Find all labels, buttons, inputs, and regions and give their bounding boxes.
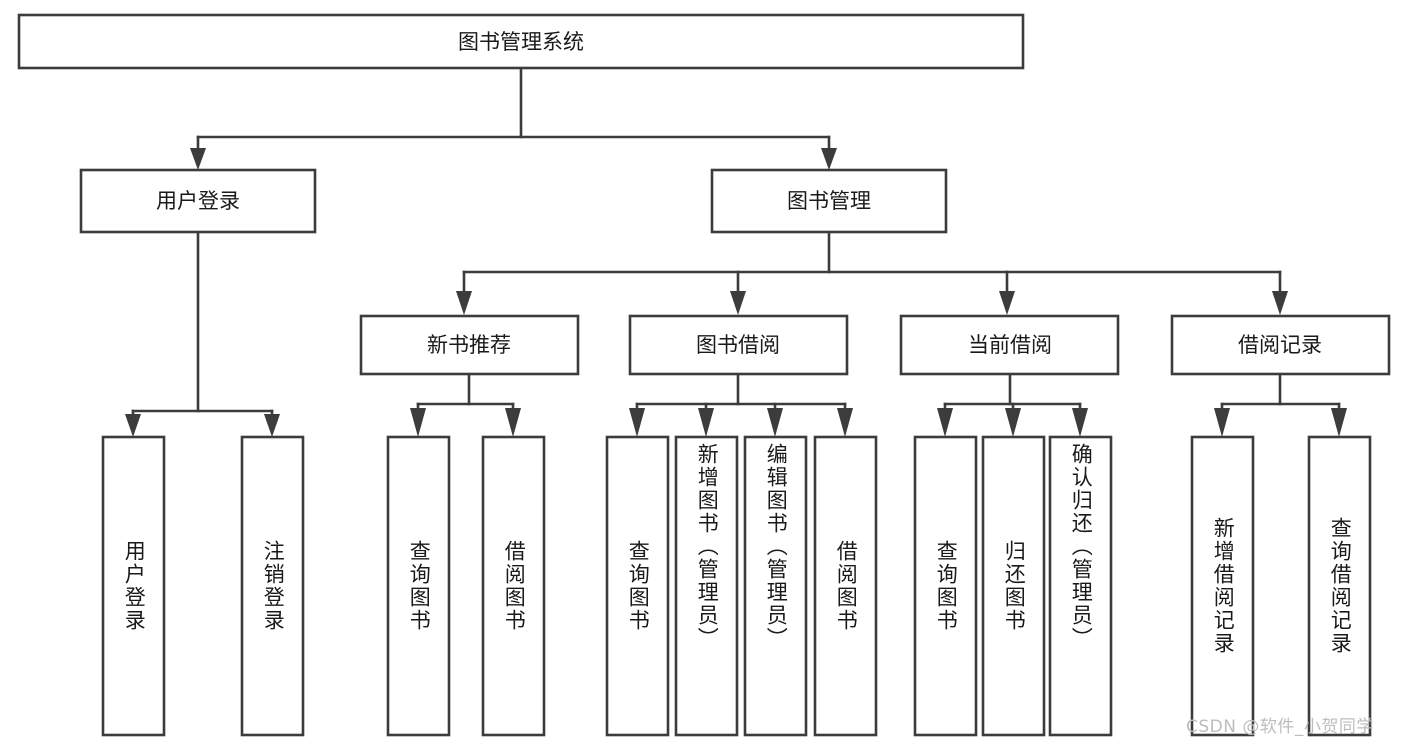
node-leaf7-box[interactable] (743, 435, 808, 737)
arrow-to-bookmgmt (821, 148, 837, 170)
arrowheads (125, 148, 1347, 437)
node-current[interactable]: 当前借阅 (899, 314, 1120, 376)
arrow-to-current (999, 291, 1015, 315)
node-leaf2-box[interactable] (240, 435, 305, 737)
node-leaf10-box[interactable] (981, 435, 1046, 737)
arrow-to-borrow (730, 291, 746, 315)
node-leaf9-box[interactable] (913, 435, 978, 737)
node-leaf3-box[interactable] (386, 435, 451, 737)
node-leaf1-box[interactable] (101, 435, 166, 737)
arrow-to-leaf2 (264, 414, 280, 437)
arrow-to-leaf8 (837, 408, 853, 437)
arrow-to-leaf9 (937, 408, 953, 437)
node-borrow[interactable]: 图书借阅 (628, 314, 849, 376)
node-newbook-label: 新书推荐 (427, 333, 511, 357)
node-bookmgmt-label: 图书管理 (787, 189, 871, 213)
node-current-label: 当前借阅 (968, 333, 1052, 357)
node-root-label: 图书管理系统 (458, 30, 584, 54)
arrow-to-leaf4 (505, 408, 521, 437)
node-leaf8-box[interactable] (813, 435, 878, 737)
arrow-to-leaf13 (1331, 408, 1347, 437)
node-borrow-label: 图书借阅 (696, 333, 780, 357)
node-leaf4-box[interactable] (481, 435, 546, 737)
node-leaf6-box[interactable] (674, 435, 739, 737)
node-newbook[interactable]: 新书推荐 (359, 314, 580, 376)
node-login[interactable]: 用户登录 (79, 168, 317, 234)
csdn-watermark: CSDN @软件_小贺同学 (1186, 717, 1374, 737)
node-boxes: 图书管理系统 用户登录 图书管理 新书推荐 图书借阅 (17, 13, 1391, 737)
arrow-to-leaf3 (410, 408, 426, 437)
arrow-to-login (190, 148, 206, 170)
arrow-to-leaf10 (1005, 408, 1021, 437)
node-leaf11-box[interactable] (1048, 435, 1113, 737)
arrow-to-newbook (456, 291, 472, 315)
node-leaf5-box[interactable] (605, 435, 670, 737)
node-leaf13-box[interactable] (1307, 435, 1372, 737)
arrow-to-leaf5 (629, 408, 645, 437)
arrow-to-leaf7 (767, 408, 783, 437)
node-records[interactable]: 借阅记录 (1170, 314, 1391, 376)
arrow-to-leaf12 (1214, 408, 1230, 437)
node-records-label: 借阅记录 (1238, 333, 1322, 357)
arrow-to-leaf11 (1072, 408, 1088, 437)
arrow-to-leaf1 (125, 414, 141, 437)
node-bookmgmt[interactable]: 图书管理 (710, 168, 948, 234)
node-login-label: 用户登录 (156, 189, 240, 213)
node-root[interactable]: 图书管理系统 (17, 13, 1025, 70)
arrow-to-leaf6 (698, 408, 714, 437)
arrow-to-records (1272, 291, 1288, 315)
node-leaf12-box[interactable] (1190, 435, 1255, 737)
